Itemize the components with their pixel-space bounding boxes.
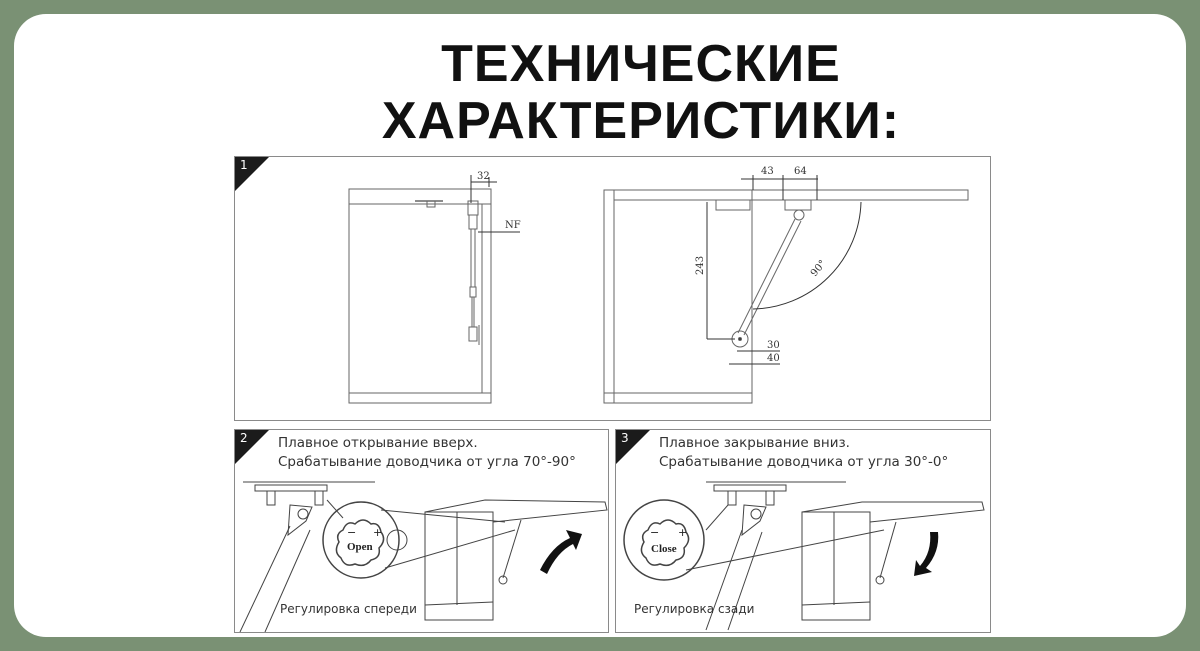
dim-40: 40	[767, 353, 780, 364]
svg-text:+: +	[373, 526, 382, 539]
step-2-line-1: Плавное открывание вверх.	[278, 435, 478, 451]
svg-text:+: +	[678, 526, 687, 539]
step-3-description: Плавное закрывание вниз. Срабатывание до…	[659, 434, 948, 472]
step-2-caption: Регулировка спереди	[280, 602, 417, 616]
panel-3-closing: Close − + 3 Плавное закрывание вниз. Сра…	[615, 429, 991, 633]
step-number-3: 3	[621, 431, 629, 445]
panel-2-opening: Open − + 2 Плавное открывание вверх. Сра…	[234, 429, 609, 633]
step-3-caption: Регулировка сзади	[634, 602, 755, 616]
step-2-description: Плавное открывание вверх. Срабатывание д…	[278, 434, 576, 472]
svg-text:−: −	[650, 526, 659, 539]
title-line-2: ХАРАКТЕРИСТИКИ:	[381, 92, 901, 150]
dim-angle: 90°	[809, 258, 829, 279]
knob-label-close: Close	[651, 543, 677, 555]
step-3-line-2: Срабатывание доводчика от угла 30°-0°	[659, 454, 949, 470]
step-badge-2	[235, 430, 269, 464]
step-number-1: 1	[240, 158, 248, 172]
step-badge-1	[235, 157, 269, 191]
knob-label-open: Open	[347, 541, 373, 553]
step-2-line-2: Срабатывание доводчика от угла 70°-90°	[278, 454, 576, 470]
dim-64: 64	[794, 166, 807, 177]
title-line-1: ТЕХНИЧЕСКИЕ	[441, 35, 841, 93]
opening-illustration: Open − +	[239, 481, 608, 632]
step-3-line-1: Плавное закрывание вниз.	[659, 435, 850, 451]
page-title: ТЕХНИЧЕСКИЕ ХАРАКТЕРИСТИКИ:	[0, 36, 1200, 150]
dim-32: 32	[477, 171, 490, 182]
svg-text:−: −	[347, 526, 356, 539]
step-badge-3	[616, 430, 650, 464]
dim-243: 243	[695, 256, 706, 275]
closing-illustration: Close − +	[623, 481, 985, 631]
dim-43: 43	[761, 166, 774, 177]
dim-nf: NF	[505, 220, 521, 231]
dim-30: 30	[767, 340, 780, 351]
dimension-drawing: 32 NF 243 43 64 90° 30 40	[348, 166, 969, 404]
step-number-2: 2	[240, 431, 248, 445]
panel-1-dimensions: 32 NF 243 43 64 90° 30 40	[234, 156, 991, 421]
